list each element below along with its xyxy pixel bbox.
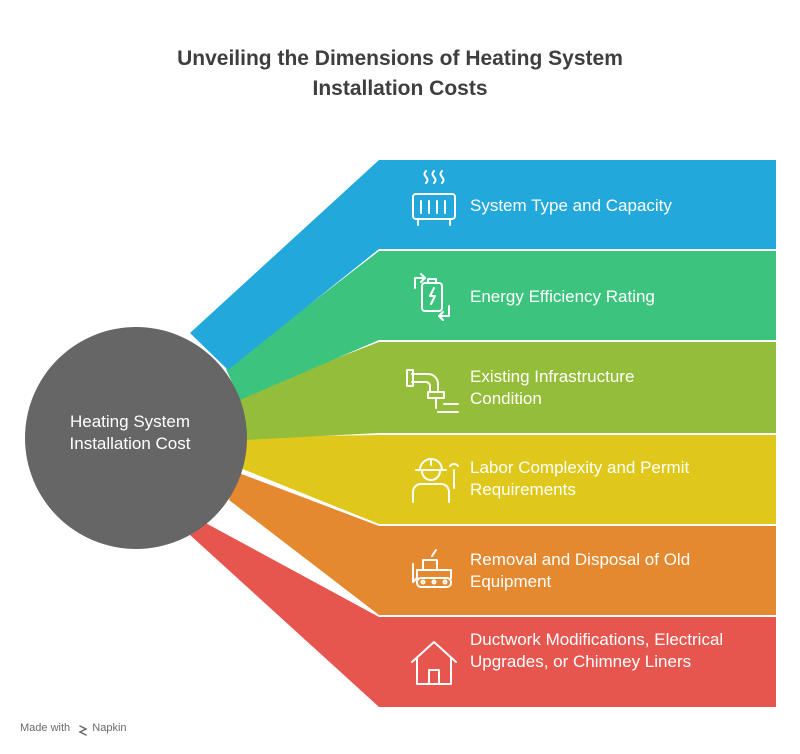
center-circle: [25, 327, 247, 549]
napkin-logo-icon: [78, 725, 88, 736]
center-label: Heating System Installation Cost: [30, 411, 230, 455]
branch-infrastructure: [238, 342, 776, 440]
worker-icon: [412, 458, 459, 503]
battery-cycle-icon: [414, 273, 450, 321]
footer-made-with: Made with: [20, 722, 71, 734]
branch-label-removal: Removal and Disposal of Old Equipment: [470, 550, 691, 591]
title-line-2: Installation Costs: [312, 77, 488, 100]
branch-removal: [229, 472, 776, 615]
house-icon: [411, 641, 457, 685]
branch-label-labor: Labor Complexity and Permit Requirements: [470, 458, 690, 499]
title-line-1: Unveiling the Dimensions of Heating Syst…: [177, 47, 623, 70]
radiator-icon: [412, 170, 456, 226]
branch-label-system-type: System Type and Capacity: [470, 196, 672, 215]
branch-labor: [240, 435, 776, 524]
footer: Made with Napkin: [20, 722, 127, 734]
center-label-line-1: Heating System: [70, 412, 190, 431]
branch-label-efficiency: Energy Efficiency Rating: [470, 287, 655, 306]
pipe-icon: [406, 369, 459, 413]
branch-ductwork: [190, 520, 776, 707]
page-title: Unveiling the Dimensions of Heating Syst…: [0, 44, 800, 104]
branch-label-infrastructure: Existing Infrastructure Condition: [470, 367, 635, 408]
branch-efficiency: [226, 251, 776, 400]
branch-label-ductwork: Ductwork Modifications, Electrical Upgra…: [470, 630, 724, 671]
bulldozer-icon: [412, 549, 452, 588]
center-label-line-2: Installation Cost: [69, 434, 191, 453]
footer-brand[interactable]: Napkin: [92, 722, 127, 734]
branch-system-type: [190, 160, 776, 370]
